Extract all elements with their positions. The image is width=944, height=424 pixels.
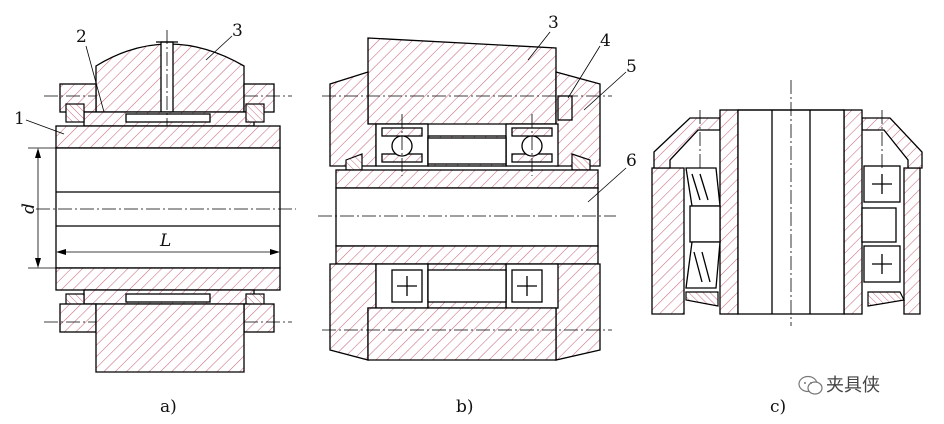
seal-left-upper (65, 103, 85, 123)
watermark-text: 夹具侠 (826, 375, 880, 396)
seal-right-upper (245, 103, 265, 123)
housing-part-3-b-lower (367, 307, 557, 361)
label-b-3: 3 (548, 13, 559, 33)
label-a-3: 3 (232, 21, 243, 41)
caption-a: a) (160, 397, 177, 417)
housing-part-3-lower (95, 303, 245, 373)
cover-c-left (653, 117, 721, 169)
flange-right-lower (243, 303, 275, 333)
housing-c-left (651, 167, 685, 315)
dim-d: d (19, 203, 39, 214)
cover-c-right (861, 117, 923, 169)
label-a-2: 2 (76, 27, 87, 47)
sleeve-part-1-lower (55, 267, 281, 291)
label-a-1: 1 (14, 109, 25, 129)
roller-cross-left (397, 276, 417, 296)
view-a: d L 1 2 3 a) (14, 21, 296, 417)
bore-a (55, 147, 281, 269)
roller-cross-c-lower (872, 254, 892, 274)
sleeve-part-1-upper (55, 125, 281, 149)
shaft-bore-b (335, 187, 599, 247)
spindle-wall-right (843, 109, 863, 315)
view-c: c) (651, 80, 923, 417)
roller-cross-right (517, 276, 537, 296)
taper-roller-left-lower (685, 241, 721, 289)
spacer-c-right (861, 207, 897, 243)
label-b-6: 6 (626, 151, 637, 171)
caption-c: c) (770, 397, 786, 417)
housing-part-3-b-upper (367, 37, 557, 125)
wechat-icon (798, 375, 823, 395)
caption-b: b) (456, 397, 474, 417)
housing-c-right (903, 167, 921, 315)
watermark: 夹具侠 (798, 375, 880, 396)
seal-c-left (685, 291, 719, 307)
label-b-5: 5 (626, 57, 637, 77)
spindle-wall-left (719, 109, 739, 315)
shaft-part-6-upper (335, 169, 599, 189)
flange-left-lower (59, 303, 97, 333)
view-b: 3 4 5 6 b) (318, 13, 637, 417)
endcap-part-5-right-lower (555, 263, 601, 361)
roller-cross-c-upper (872, 174, 892, 194)
shaft-part-6-lower (335, 245, 599, 265)
label-b-4: 4 (600, 31, 611, 51)
seal-c-right (867, 291, 905, 307)
taper-roller-left-upper (685, 167, 721, 207)
ring-part-4 (557, 95, 573, 121)
dim-L: L (159, 231, 171, 251)
spacer-c-left (689, 205, 721, 243)
